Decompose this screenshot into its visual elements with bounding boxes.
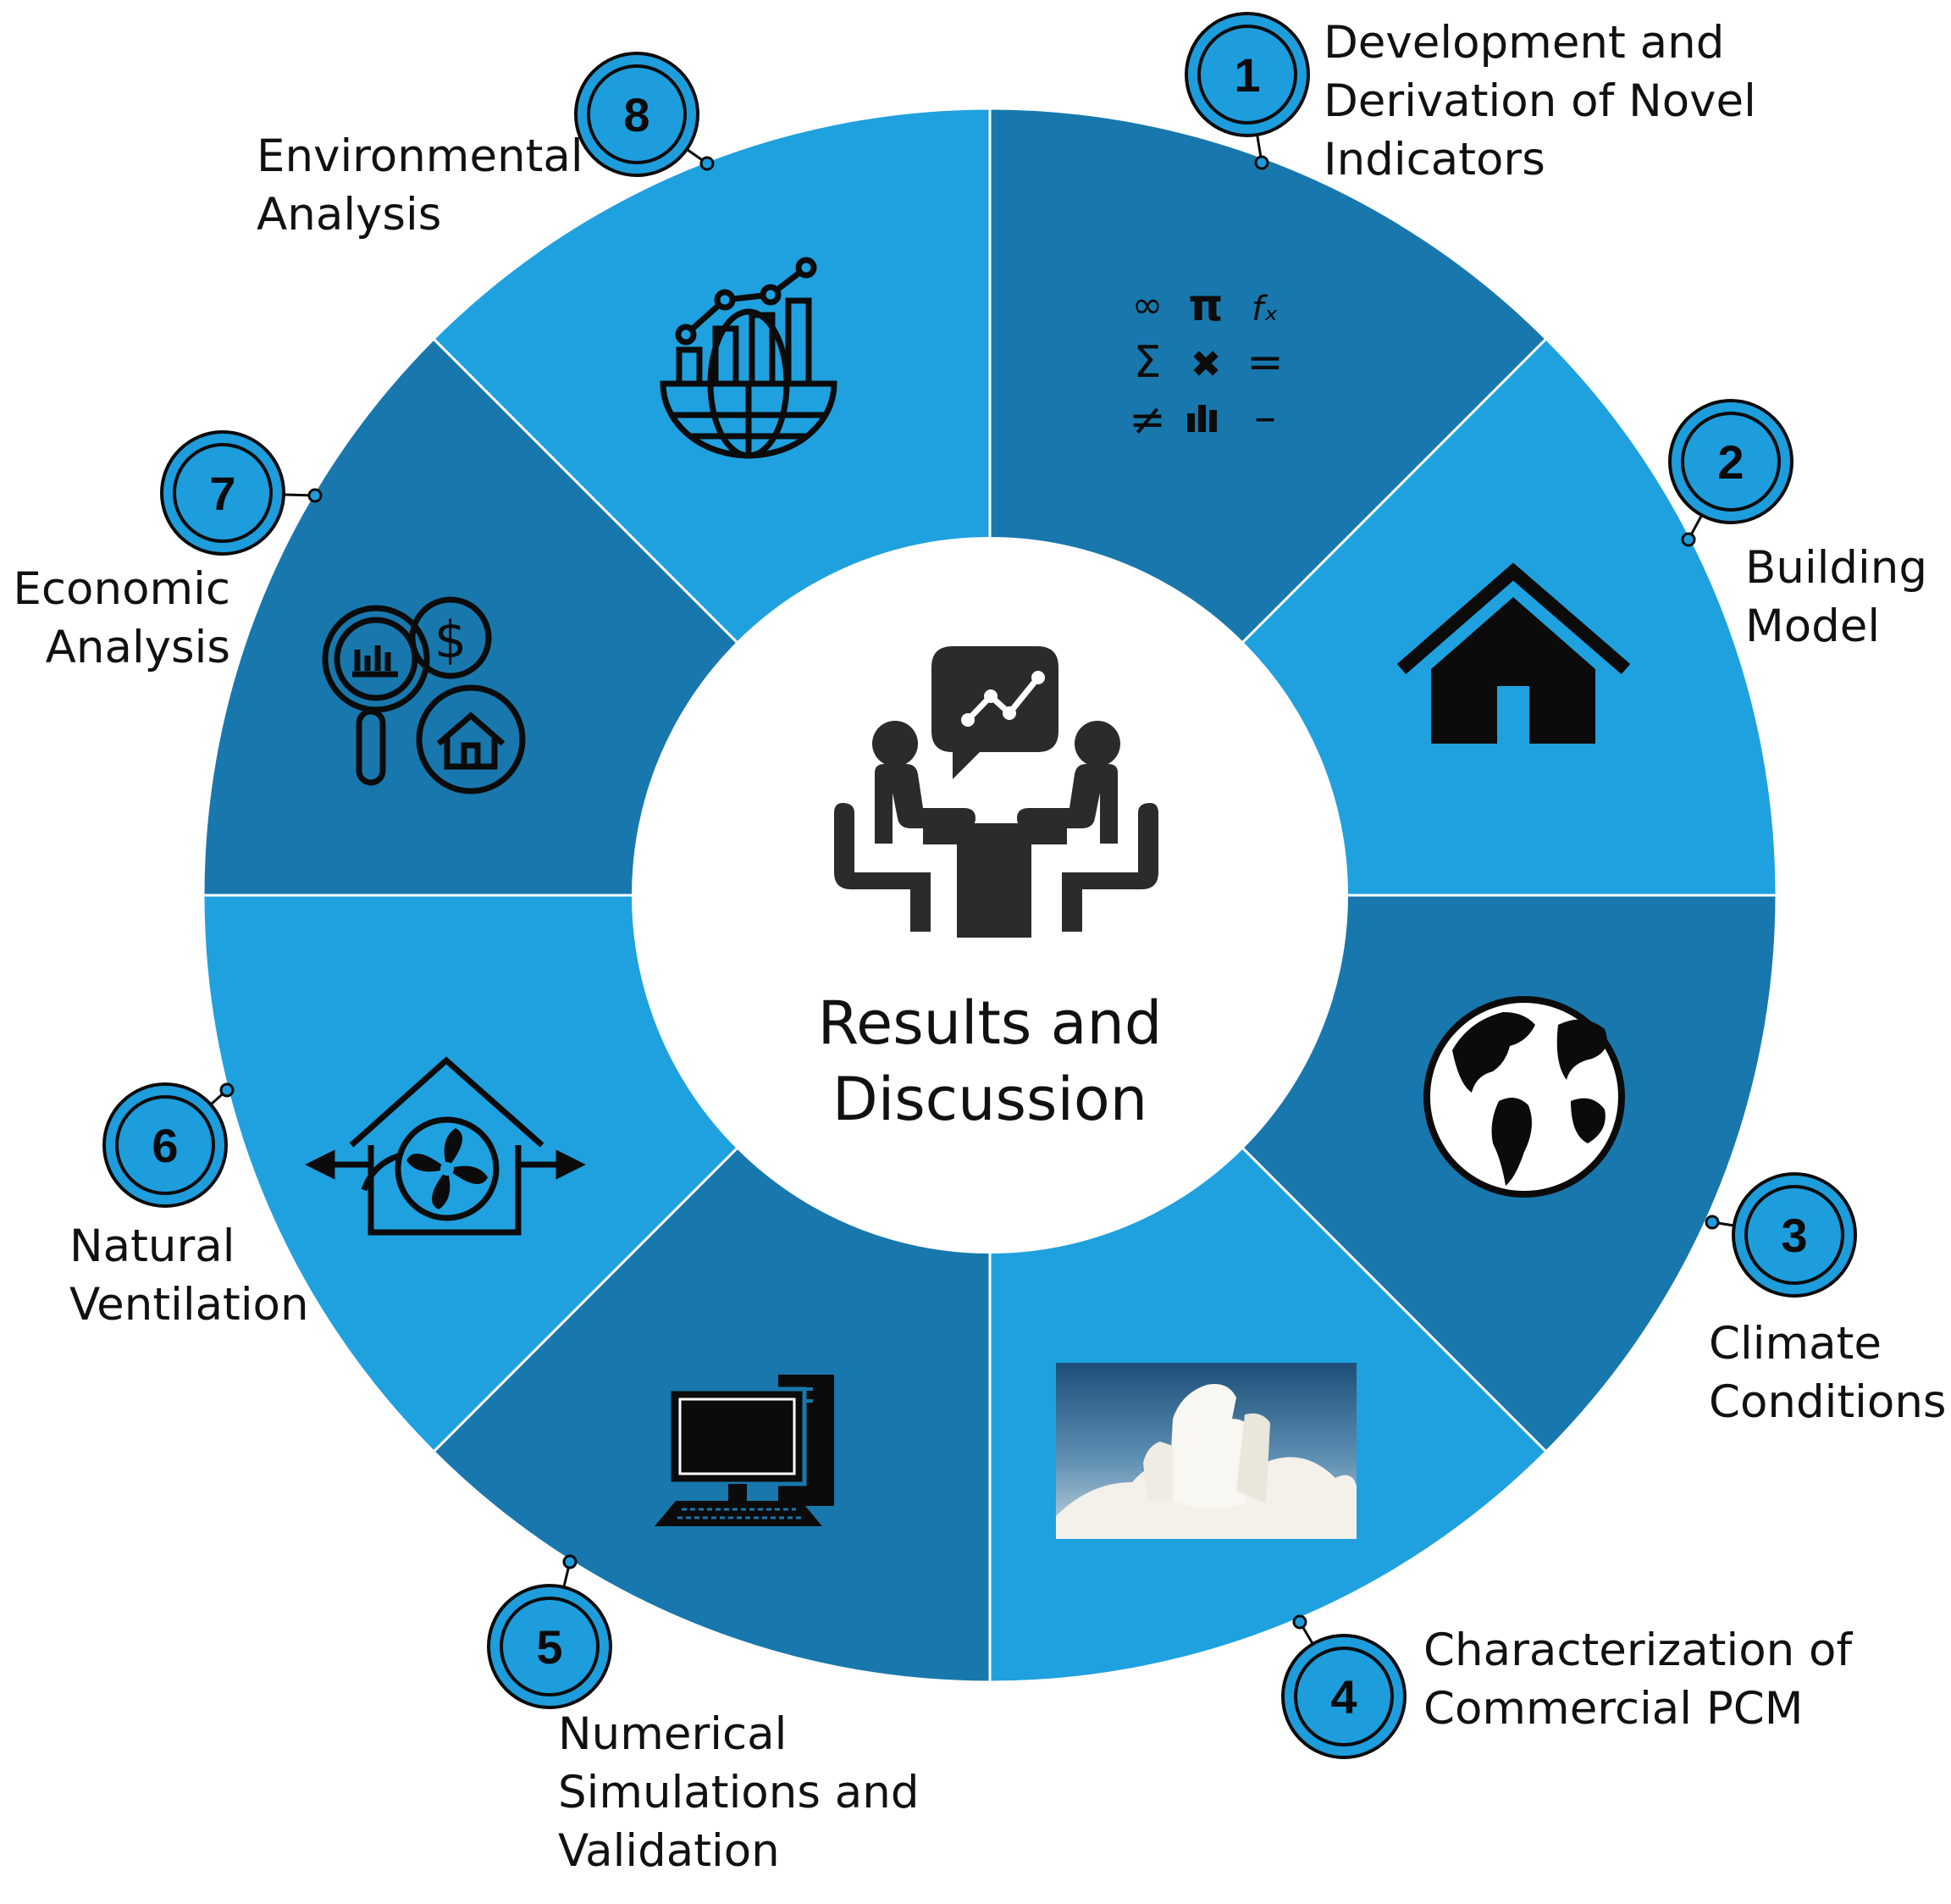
label-1-line-1: Development and — [1324, 17, 1724, 69]
label-3-line-1: Climate — [1709, 1318, 1882, 1370]
marker-number-5: 5 — [536, 1620, 562, 1674]
economic-analysis-icon: $ — [322, 596, 526, 794]
label-5-line-3: Validation — [558, 1825, 780, 1877]
svg-text:∞: ∞ — [1132, 284, 1163, 327]
label-1-line-3: Indicators — [1324, 134, 1545, 185]
label-5-line-2: Simulations and — [558, 1767, 919, 1818]
svg-text:fₓ: fₓ — [1252, 290, 1279, 329]
marker-number-8: 8 — [623, 88, 649, 141]
marker-2: 2 — [1668, 399, 1793, 547]
label-2-line-1: Building — [1745, 542, 1927, 594]
marker-6: 6 — [102, 1082, 235, 1208]
computer-icon — [655, 1375, 834, 1526]
marker-3: 3 — [1705, 1172, 1857, 1298]
center-title-line-2: Discussion — [832, 1065, 1147, 1134]
label-7-line-1: Economic — [13, 563, 230, 615]
marker-8: 8 — [574, 52, 715, 177]
marker-5: 5 — [487, 1554, 612, 1709]
svg-text:$: $ — [434, 611, 467, 670]
marker-number-6: 6 — [152, 1119, 178, 1172]
label-3-line-2: Conditions — [1709, 1376, 1947, 1428]
environmental-chart-globe-icon — [660, 257, 837, 459]
label-8-line-2: Analysis — [257, 189, 441, 241]
marker-number-7: 7 — [209, 467, 235, 520]
marker-4: 4 — [1281, 1614, 1407, 1759]
center-title-line-1: Results and — [818, 988, 1163, 1058]
label-8-line-1: Environmental — [257, 130, 583, 182]
label-6-line-2: Ventilation — [69, 1279, 309, 1331]
pcm-material-photo — [1056, 1363, 1357, 1539]
svg-text:π: π — [1188, 280, 1223, 331]
label-5-line-1: Numerical — [558, 1708, 787, 1760]
label-6-line-1: Natural — [69, 1220, 235, 1272]
number-markers: 1 2 3 4 5 6 7 8 — [102, 12, 1857, 1759]
label-1-line-2: Derivation of Novel — [1324, 75, 1756, 127]
svg-text:=: = — [1246, 337, 1284, 388]
math-symbols-icon: ∞ π fₓ Σ ✖ = ≠ – — [1129, 280, 1284, 446]
marker-number-2: 2 — [1717, 435, 1744, 489]
ventilation-fan-house-icon — [305, 1056, 586, 1236]
label-2-line-2: Model — [1745, 601, 1880, 652]
marker-7: 7 — [160, 430, 323, 556]
svg-text:Σ: Σ — [1134, 337, 1162, 388]
globe-icon — [1423, 996, 1625, 1198]
marker-number-1: 1 — [1234, 48, 1260, 102]
house-icon — [1396, 562, 1631, 744]
svg-text:–: – — [1254, 392, 1276, 443]
marker-1: 1 — [1185, 12, 1310, 170]
svg-text:≠: ≠ — [1129, 395, 1166, 446]
svg-text:✖: ✖ — [1191, 343, 1222, 386]
marker-number-3: 3 — [1781, 1209, 1807, 1262]
label-4-line-1: Characterization of — [1423, 1624, 1853, 1676]
marker-number-4: 4 — [1330, 1670, 1357, 1724]
meeting-chart-icon — [834, 646, 1158, 938]
label-7-line-2: Analysis — [46, 622, 230, 673]
label-4-line-2: Commercial PCM — [1423, 1683, 1804, 1735]
